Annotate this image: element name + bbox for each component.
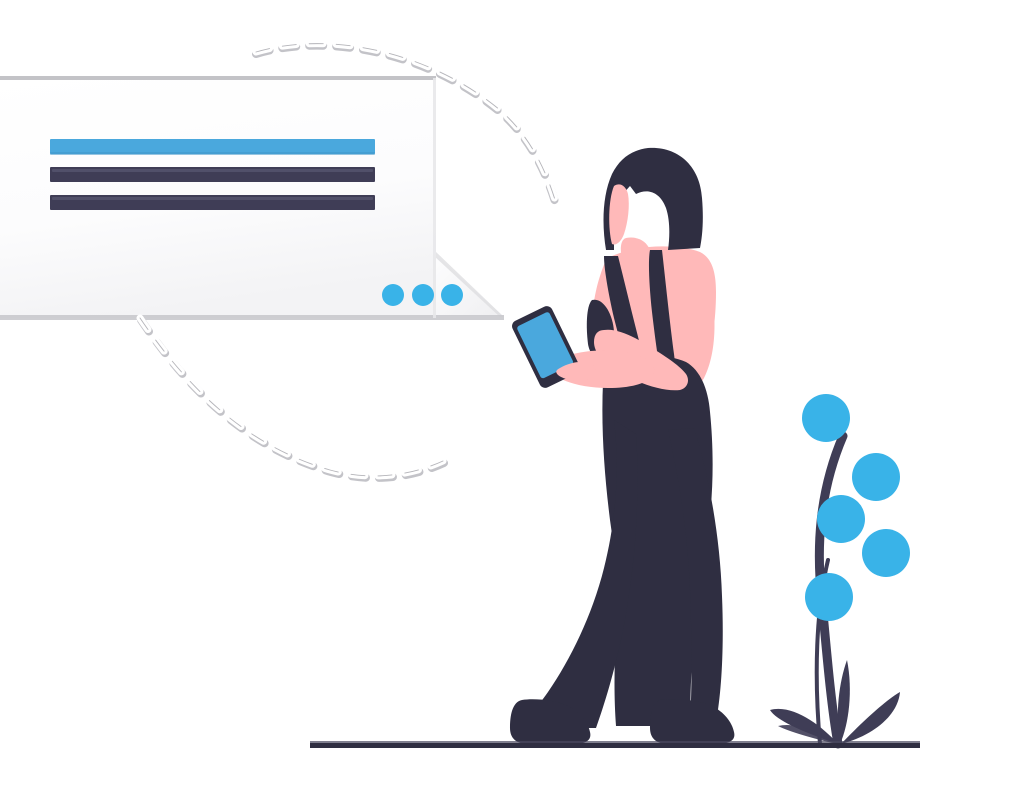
bubble-tail-edge bbox=[434, 252, 504, 317]
message-line-highlight-shadow bbox=[50, 152, 375, 155]
plant-leaf-right bbox=[841, 692, 900, 744]
person-leg-far bbox=[668, 428, 723, 722]
plant-flower bbox=[805, 573, 853, 621]
typing-dot bbox=[412, 284, 434, 306]
person-neck bbox=[620, 237, 650, 258]
person-thumb bbox=[556, 361, 596, 381]
message-lines bbox=[50, 139, 375, 210]
dashed-arc-top-outline bbox=[255, 43, 557, 204]
message-line-2-highlight bbox=[52, 197, 373, 200]
person-leg-near bbox=[518, 420, 638, 728]
typing-indicator[interactable] bbox=[382, 284, 463, 306]
dashed-arc-bottom bbox=[136, 314, 448, 482]
person-shoe-near bbox=[510, 699, 591, 744]
plant-flower bbox=[862, 529, 910, 577]
person-walking-with-phone[interactable] bbox=[510, 147, 735, 744]
bubble-bottom-edge bbox=[0, 315, 504, 320]
message-line-highlight bbox=[50, 139, 375, 154]
person-shoe-far bbox=[650, 699, 735, 744]
plant-flower bbox=[852, 453, 900, 501]
plant-flower bbox=[817, 495, 865, 543]
plant-leaf-center bbox=[837, 660, 850, 744]
dashed-arc-bottom-shadow bbox=[137, 316, 448, 482]
ground-line bbox=[310, 743, 920, 748]
message-line-1-highlight bbox=[52, 169, 373, 172]
decorative-plant bbox=[770, 394, 910, 749]
phone-screen bbox=[517, 312, 574, 379]
dashed-arc-bottom-outline bbox=[139, 317, 444, 477]
ground-line-highlight bbox=[310, 741, 920, 743]
bubble-top-edge bbox=[0, 76, 436, 80]
typing-dot bbox=[441, 284, 463, 306]
plant-flower bbox=[802, 394, 850, 442]
chat-message-bubble[interactable] bbox=[0, 76, 504, 320]
person-face bbox=[609, 184, 629, 245]
person-hair bbox=[603, 147, 703, 250]
bubble-right-edge bbox=[433, 78, 436, 318]
dashed-arc-bottom-stroke bbox=[136, 314, 447, 480]
typing-dot bbox=[382, 284, 404, 306]
dashed-arc-top bbox=[252, 40, 560, 209]
